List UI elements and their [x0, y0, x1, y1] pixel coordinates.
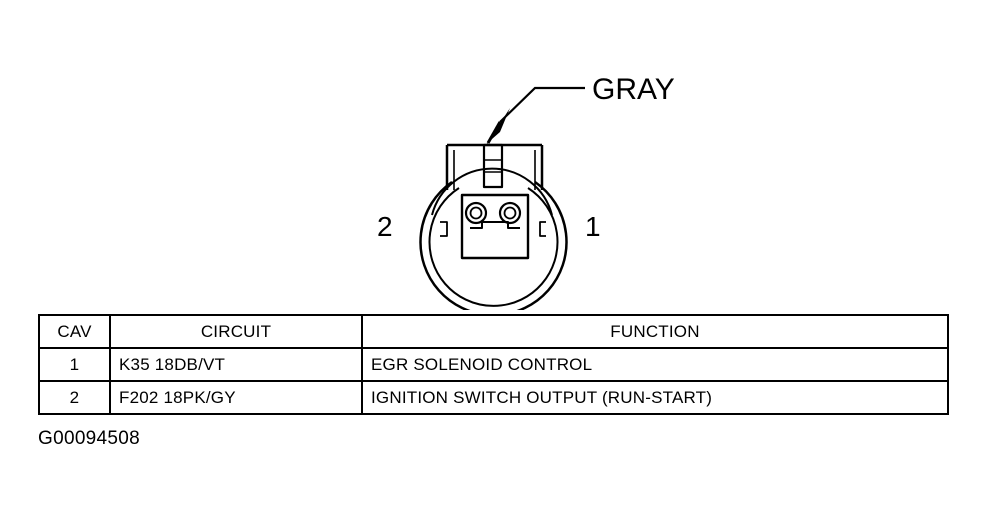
cell-function: EGR SOLENOID CONTROL: [361, 347, 949, 382]
cavity-2-label: 2: [377, 211, 393, 242]
header-cav: CAV: [38, 314, 111, 349]
header-circuit: CIRCUIT: [109, 314, 363, 349]
table-row: 1 K35 18DB/VT EGR SOLENOID CONTROL: [38, 347, 949, 382]
cell-cav: 2: [38, 380, 111, 415]
cell-circuit: F202 18PK/GY: [109, 380, 363, 415]
cavity-1-label: 1: [585, 211, 601, 242]
cell-circuit: K35 18DB/VT: [109, 347, 363, 382]
connector-body: [419, 143, 568, 310]
figure-id: G00094508: [38, 428, 141, 449]
color-label: GRAY: [592, 73, 675, 106]
table-header-row: CAV CIRCUIT FUNCTION: [38, 314, 949, 349]
pinout-table: CAV CIRCUIT FUNCTION 1 K35 18DB/VT EGR S…: [38, 314, 949, 415]
color-leader: [486, 86, 585, 145]
cell-cav: 1: [38, 347, 111, 382]
connector-diagram: GRAY 2 1: [377, 73, 675, 310]
cell-function: IGNITION SWITCH OUTPUT (RUN-START): [361, 380, 949, 415]
table-row: 2 F202 18PK/GY IGNITION SWITCH OUTPUT (R…: [38, 380, 949, 415]
header-function: FUNCTION: [361, 314, 949, 349]
